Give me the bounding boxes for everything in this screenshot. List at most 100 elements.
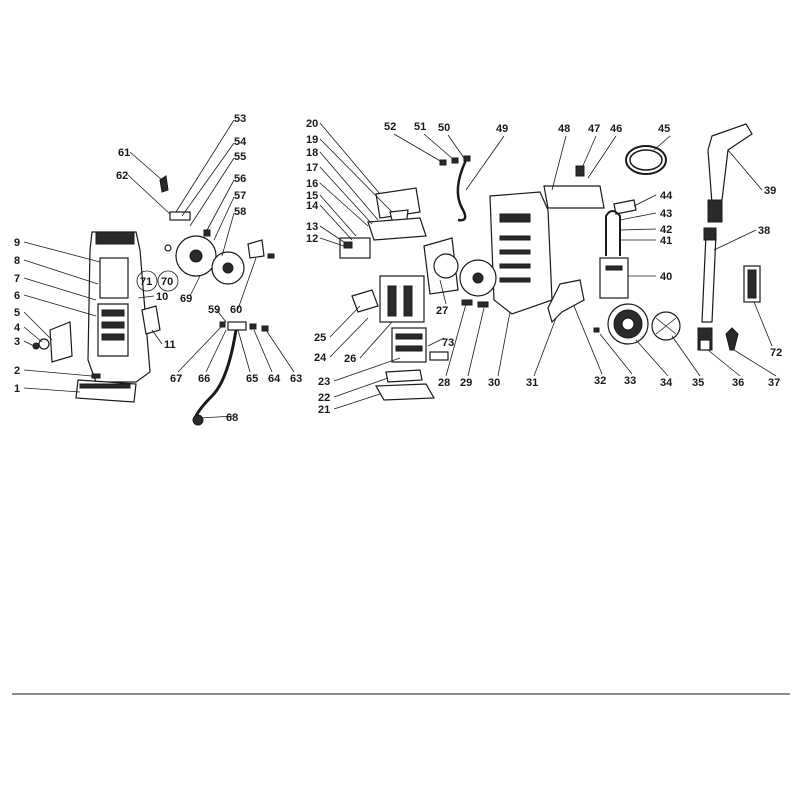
leader-line xyxy=(189,157,235,227)
callout-51: 51 xyxy=(414,121,426,133)
callout-52: 52 xyxy=(384,121,396,133)
leader-line xyxy=(393,133,443,163)
leader-line xyxy=(333,357,401,382)
leader-line xyxy=(445,303,467,377)
callout-64: 64 xyxy=(268,373,281,385)
callout-32: 32 xyxy=(594,375,606,387)
motor-pump-assembly xyxy=(339,155,471,401)
leader-line xyxy=(333,393,381,410)
leader-line xyxy=(633,194,657,207)
callout-59: 59 xyxy=(208,304,220,316)
callout-27: 27 xyxy=(436,305,448,317)
callout-2: 2 xyxy=(14,365,20,377)
leader-line xyxy=(237,257,257,310)
callout-12: 12 xyxy=(306,233,318,245)
callout-57: 57 xyxy=(234,190,246,202)
callout-54: 54 xyxy=(234,136,247,148)
callout-61: 61 xyxy=(118,147,130,159)
leader-line xyxy=(23,311,53,341)
leader-line xyxy=(137,295,155,299)
leader-line xyxy=(319,122,381,195)
callout-10: 10 xyxy=(156,291,168,303)
callout-21: 21 xyxy=(318,404,330,416)
callout-25: 25 xyxy=(314,332,326,344)
leader-line xyxy=(427,337,445,347)
leader-line xyxy=(635,339,669,377)
leader-line xyxy=(127,174,171,215)
leader-line xyxy=(619,212,657,221)
leader-line xyxy=(23,241,101,263)
leader-line xyxy=(319,194,357,237)
callout-5: 5 xyxy=(14,307,20,319)
leader-line xyxy=(447,134,465,159)
leader-line xyxy=(23,294,97,317)
callout-24: 24 xyxy=(314,352,327,364)
leader-line xyxy=(497,311,511,377)
leader-line xyxy=(213,196,235,241)
leader-line xyxy=(205,329,227,373)
callout-30: 30 xyxy=(488,377,500,389)
leader-line xyxy=(199,415,235,419)
callout-40: 40 xyxy=(660,271,672,283)
leader-line xyxy=(221,212,235,257)
leader-line xyxy=(319,151,379,221)
leader-line xyxy=(333,377,389,398)
callout-15: 15 xyxy=(306,190,318,202)
leader-line xyxy=(733,349,777,377)
leader-line xyxy=(151,329,163,345)
leader-line xyxy=(319,225,345,243)
callout-22: 22 xyxy=(318,392,330,404)
leader-line xyxy=(599,333,633,375)
callout-46: 46 xyxy=(610,123,622,135)
leader-line xyxy=(181,142,235,217)
leader-line xyxy=(653,135,671,151)
leader-line xyxy=(205,179,235,233)
callout-9: 9 xyxy=(14,237,20,249)
callout-53: 53 xyxy=(234,113,246,125)
callout-60: 60 xyxy=(230,304,242,316)
leader-line xyxy=(23,259,99,285)
callout-50: 50 xyxy=(438,122,450,134)
chassis-assembly xyxy=(459,123,761,351)
callout-72: 72 xyxy=(770,347,782,359)
leader-line xyxy=(237,329,251,373)
callout-69: 69 xyxy=(180,293,192,305)
leader-line xyxy=(671,335,701,377)
callout-58: 58 xyxy=(234,206,246,218)
callout-13: 13 xyxy=(306,221,318,233)
callout-19: 19 xyxy=(306,134,318,146)
leader-line xyxy=(23,369,93,377)
callout-4: 4 xyxy=(14,322,21,334)
callout-17: 17 xyxy=(306,162,318,174)
leader-line xyxy=(707,349,741,377)
callout-68: 68 xyxy=(226,412,238,424)
callout-55: 55 xyxy=(234,151,246,163)
leader-line xyxy=(439,279,447,305)
leader-line xyxy=(23,277,97,301)
callout-20: 20 xyxy=(306,118,318,130)
leader-line xyxy=(465,135,505,191)
callout-31: 31 xyxy=(526,377,538,389)
leader-lines xyxy=(23,119,777,419)
leader-line xyxy=(253,329,273,373)
leader-line xyxy=(533,317,557,377)
callout-28: 28 xyxy=(438,377,450,389)
callout-44: 44 xyxy=(660,190,673,202)
callout-49: 49 xyxy=(496,123,508,135)
leader-line xyxy=(573,305,603,375)
leader-line xyxy=(319,237,345,247)
callout-labels: 1 2 3 4 5 6 7 8 9 10 11 12 13 14 15 16 1… xyxy=(14,113,782,424)
callout-42: 42 xyxy=(660,224,672,236)
leader-line xyxy=(551,135,567,191)
leader-line xyxy=(23,326,43,343)
callout-43: 43 xyxy=(660,208,672,220)
leader-line xyxy=(581,135,597,169)
leader-line xyxy=(753,301,773,347)
leader-line xyxy=(175,119,235,213)
callout-36: 36 xyxy=(732,377,744,389)
leader-line xyxy=(359,321,393,359)
leader-line xyxy=(189,275,201,297)
callout-37: 37 xyxy=(768,377,780,389)
callout-18: 18 xyxy=(306,147,318,159)
